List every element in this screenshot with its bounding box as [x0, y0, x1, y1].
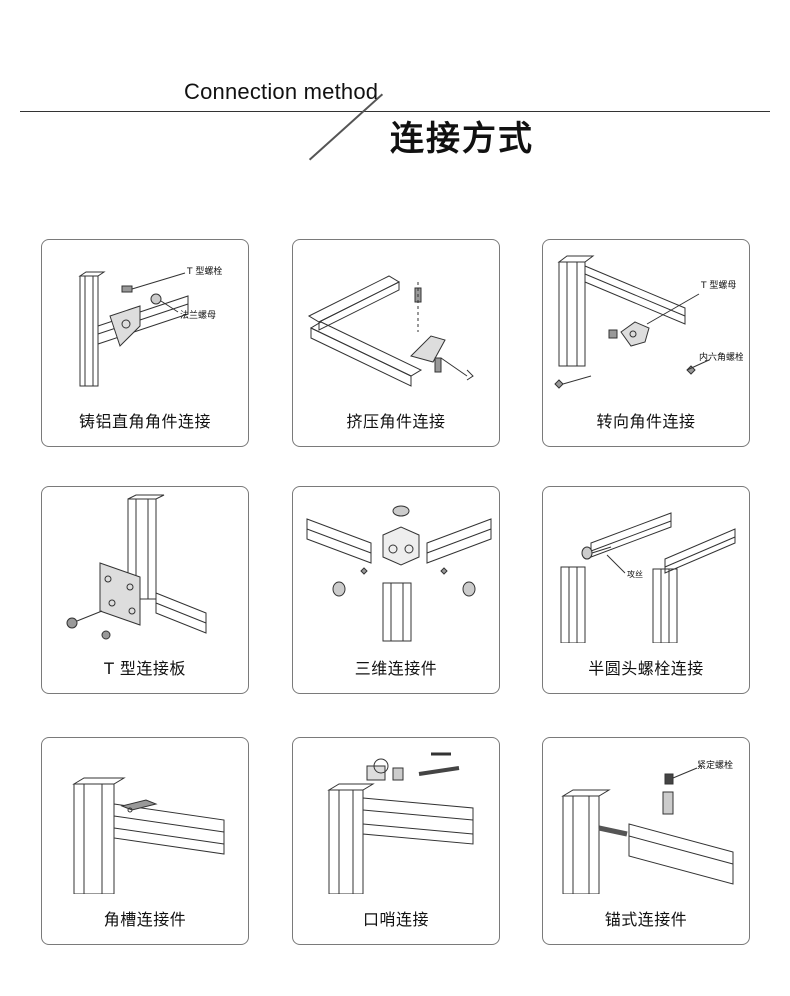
card-caption: 三维连接件 [354, 659, 438, 678]
card-caption: T 型连接板 [104, 659, 186, 678]
turning-corner-illustration: T 型螺母 内六角螺栓 [554, 255, 743, 389]
label-set-screw: 紧定螺栓 [697, 759, 733, 771]
label-tapping: 攻丝 [627, 569, 643, 579]
t-plate-illustration [66, 494, 207, 640]
card-caption: 铸铝直角角件连接 [78, 412, 211, 431]
card-corner-slot: 角槽连接件 [41, 737, 249, 945]
card-caption: 挤压角件连接 [346, 412, 446, 431]
card-caption: 口哨连接 [362, 910, 429, 929]
label-t-bolt: T 型螺栓 [186, 265, 222, 277]
card-whistle-connection: 口哨连接 [292, 737, 500, 945]
card-caption: 角槽连接件 [103, 910, 187, 929]
card-cast-aluminum-corner: T 型螺栓 法兰螺母 铸铝直角角件连接 [41, 239, 249, 447]
extruded-corner-illustration [307, 275, 474, 387]
label-hex-socket-bolt: 内六角螺栓 [699, 351, 743, 363]
3d-connector-illustration [306, 505, 492, 642]
card-t-plate: T 型连接板 [41, 486, 249, 694]
card-caption: 转向角件连接 [596, 412, 696, 431]
card-round-head-bolt: 攻丝 半圆头螺栓连接 [542, 486, 750, 694]
page-title-english: Connection method [184, 79, 379, 104]
anchor-connector-illustration: 紧定螺栓 [561, 759, 734, 894]
card-caption: 半圆头螺栓连接 [588, 659, 704, 678]
whistle-connection-illustration [327, 752, 474, 894]
card-turning-corner: T 型螺母 内六角螺栓 转向角件连接 [542, 239, 750, 447]
card-extruded-corner: 挤压角件连接 [292, 239, 500, 447]
card-3d-connector: 三维连接件 [292, 486, 500, 694]
header-divider [20, 111, 770, 112]
corner-slot-illustration [72, 777, 225, 894]
cast-aluminum-corner-illustration: T 型螺栓 法兰螺母 [78, 265, 222, 387]
label-t-nut: T 型螺母 [700, 280, 736, 291]
label-flange-nut: 法兰螺母 [180, 309, 216, 321]
round-head-bolt-illustration: 攻丝 [560, 512, 736, 643]
page-title-chinese: 连接方式 [390, 119, 534, 159]
card-anchor-connector: 紧定螺栓 锚式连接件 [542, 737, 750, 945]
card-caption: 锚式连接件 [604, 910, 688, 929]
